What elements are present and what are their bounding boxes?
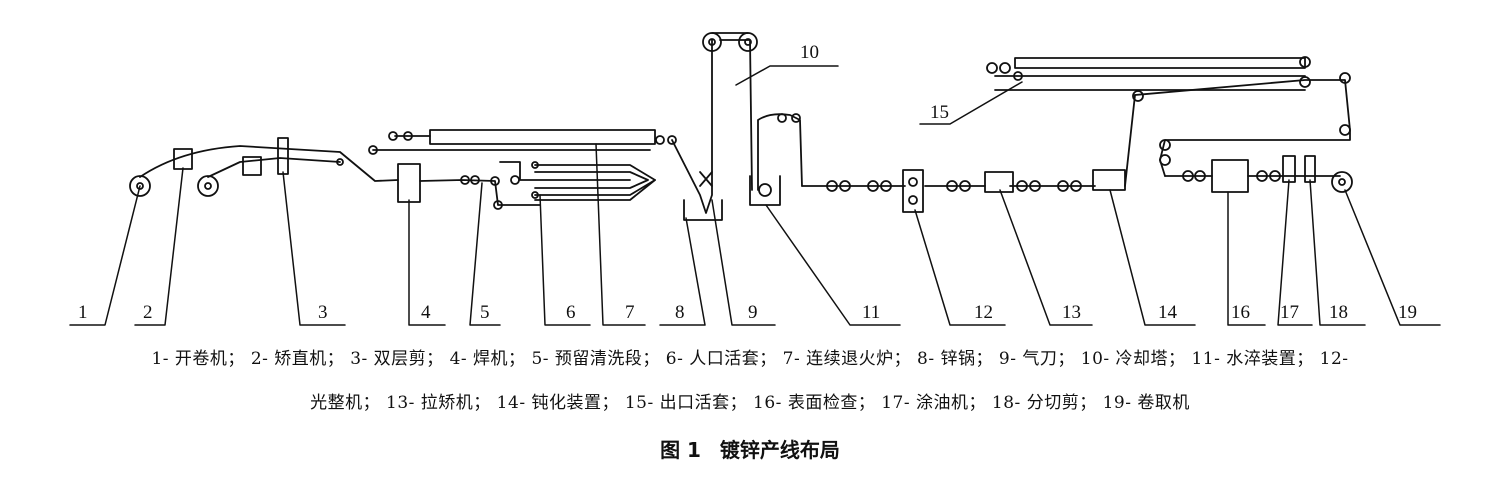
callout-3: 3: [318, 302, 328, 323]
quench-tank: [749, 113, 803, 206]
shear-machine: [277, 137, 289, 175]
air-knife: [699, 171, 713, 187]
callout-14: 14: [1158, 302, 1178, 323]
callout-9: 9: [748, 302, 758, 323]
callout-4: 4: [421, 302, 431, 323]
entry-rollers: [336, 158, 520, 210]
tension-leveler: [984, 171, 1014, 193]
callout-15: 15: [930, 102, 949, 123]
legend-line-2: 光整机； 13- 拉矫机； 14- 钝化装置； 15- 出口活套； 16- 表面…: [310, 393, 1190, 413]
exit-accumulator: [986, 56, 1351, 177]
callout-1: 1: [78, 302, 88, 323]
callout-8: 8: [675, 302, 685, 323]
legend-line-1: 1- 开卷机； 2- 矫直机； 3- 双层剪； 4- 焊机； 5- 预留清洗段；…: [151, 349, 1349, 369]
galvanizing-line-diagram: 1 2 3 4 5 6 7 8 9 10 11 12 13 14 15 16 1…: [69, 32, 1441, 326]
straightener-machine-2: [242, 156, 262, 176]
annealing-furnace: [368, 129, 677, 155]
exit-shear: [1304, 155, 1316, 183]
recoiler-machine: [1331, 171, 1353, 193]
oiler-machine: [1282, 155, 1296, 183]
cooling-tower: [702, 32, 758, 52]
callout-17: 17: [1280, 302, 1299, 323]
callout-18: 18: [1329, 302, 1348, 323]
callout-10: 10: [800, 42, 819, 63]
callout-6: 6: [566, 302, 576, 323]
callout-12: 12: [974, 302, 993, 323]
leader-lines: [69, 65, 1441, 326]
welder-machine: [397, 163, 421, 203]
figure-caption: 图 1 镀锌产线布局: [0, 434, 1500, 463]
entry-accumulator: [499, 161, 656, 201]
zinc-pot: [683, 199, 723, 221]
figure-number: 图 1: [660, 438, 701, 462]
surface-inspection: [1211, 159, 1249, 193]
callout-11: 11: [862, 302, 880, 323]
callout-7: 7: [625, 302, 635, 323]
passivation-unit: [1092, 169, 1126, 191]
callout-2: 2: [143, 302, 153, 323]
callout-13: 13: [1062, 302, 1081, 323]
strip-to-zinc-pot: [671, 39, 753, 214]
figure-title: 镀锌产线布局: [719, 438, 840, 462]
bridle-rollers: [826, 180, 1082, 192]
strip-path-welder: [419, 179, 541, 206]
strip-path-entry-2: [207, 157, 341, 178]
exit-rollers: [1182, 170, 1281, 182]
callout-19: 19: [1398, 302, 1417, 323]
uncoiler-machine: [129, 175, 219, 197]
skin-pass-mill: [902, 169, 924, 213]
strip-path-entry: [139, 145, 399, 182]
callout-5: 5: [480, 302, 490, 323]
callout-16: 16: [1231, 302, 1250, 323]
strip-path-process: [801, 94, 1136, 187]
